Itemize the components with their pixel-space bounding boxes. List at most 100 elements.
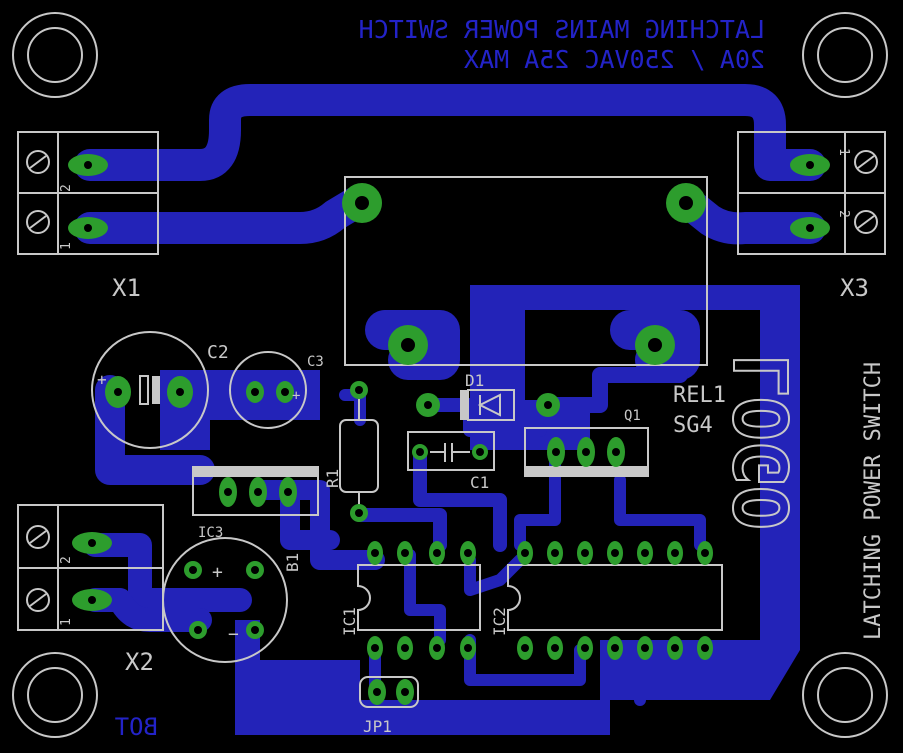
labels: X1 X3 X2 C2 C3 D1 C1 Q1 REL1 SG4 IC3 JP1… <box>59 148 886 736</box>
side-title: LATCHING POWER SWITCH <box>861 362 886 640</box>
pad-c2-2-drill <box>176 388 184 396</box>
label-ic3: IC3 <box>198 525 223 541</box>
logo-text: LOGO <box>720 352 806 530</box>
pad-b1-4-drill <box>251 626 259 634</box>
mounting-hole-top-right <box>802 12 888 98</box>
relay-rel1-outline <box>344 176 708 366</box>
pad-ic3-1-drill <box>224 488 232 496</box>
pad-d1-2-drill <box>544 401 552 409</box>
pad-ic2-bot-4-drill <box>611 644 619 652</box>
pad-ic2-top-1-drill <box>521 549 529 557</box>
ic-ic1-outline <box>357 564 481 631</box>
pad-jp1-2-drill <box>401 688 409 696</box>
label-c3: C3 <box>307 354 324 370</box>
pad-ic1-bot-1-drill <box>371 644 379 652</box>
pads-layer <box>68 154 830 705</box>
terminal-block-x3 <box>737 131 886 255</box>
label-c3-plus: + <box>292 388 300 404</box>
mounting-hole-top-left <box>12 12 98 98</box>
pad-b1-1-drill <box>189 566 197 574</box>
pad-c3-2-drill <box>281 388 289 396</box>
label-x3-pin2: 2 <box>836 210 851 218</box>
pad-b1-2-drill <box>251 566 259 574</box>
pad-x1-1-drill <box>84 224 92 232</box>
copper-layer <box>74 84 826 735</box>
label-q1: Q1 <box>624 408 641 424</box>
pad-ic2-bot-5-drill <box>641 644 649 652</box>
bottom-label: BOT <box>115 713 158 741</box>
transistor-q1 <box>524 427 649 477</box>
label-x1-pin2: 2 <box>59 184 74 192</box>
pad-ic2-bot-3-drill <box>581 644 589 652</box>
label-ic1: IC1 <box>340 607 359 636</box>
diode-d1 <box>460 389 515 421</box>
pad-ic1-top-3-drill <box>433 549 441 557</box>
label-d1: D1 <box>465 371 484 390</box>
label-c2: C2 <box>207 342 229 363</box>
label-c2-plus: + <box>97 370 107 389</box>
bottom-layer-text: LATCHING MAINS POWER SWITCH 20A / 250VAC… <box>115 15 807 741</box>
pad-ic1-bot-3-drill <box>433 644 441 652</box>
pad-c1-1-drill <box>416 448 424 456</box>
pad-rel1-2-drill <box>679 196 693 210</box>
label-rel1: REL1 <box>673 383 726 408</box>
pad-rel1-1-drill <box>355 196 369 210</box>
pad-ic2-bot-2-drill <box>551 644 559 652</box>
pad-ic2-top-2-drill <box>551 549 559 557</box>
terminal-block-x1 <box>17 131 159 255</box>
label-x1: X1 <box>112 274 141 302</box>
capacitor-c1 <box>407 431 495 471</box>
pad-ic1-bot-4-drill <box>464 644 472 652</box>
label-x3: X3 <box>840 274 869 302</box>
capacitor-c3 <box>229 351 307 429</box>
label-ic2: IC2 <box>490 607 509 636</box>
pad-ic1-bot-2-drill <box>401 644 409 652</box>
pad-ic2-bot-1-drill <box>521 644 529 652</box>
pad-rel1-3-drill <box>401 338 415 352</box>
pad-r1-1-drill <box>355 386 363 394</box>
pad-ic1-top-4-drill <box>464 549 472 557</box>
pad-ic3-3-drill <box>284 488 292 496</box>
label-x3-pin1: 1 <box>836 148 851 156</box>
pad-ic2-top-4-drill <box>611 549 619 557</box>
pad-q1-3-drill <box>612 448 620 456</box>
label-b1-plus: + <box>212 562 223 583</box>
pad-x1-2-drill <box>84 161 92 169</box>
pad-c1-2-drill <box>476 448 484 456</box>
ic-ic2-outline <box>507 564 723 631</box>
jumper-jp1-outline <box>359 676 419 708</box>
pad-jp1-1-drill <box>373 688 381 696</box>
label-jp1: JP1 <box>363 717 392 736</box>
pad-ic2-top-3-drill <box>581 549 589 557</box>
pad-ic2-bot-6-drill <box>671 644 679 652</box>
pad-x3-2-drill <box>806 224 814 232</box>
pad-ic2-top-5-drill <box>641 549 649 557</box>
pad-c2-1-drill <box>114 388 122 396</box>
label-b1-minus: − <box>228 624 239 645</box>
label-x1-pin1: 1 <box>59 242 74 250</box>
pad-d1-1-drill <box>424 401 432 409</box>
pad-x3-1-drill <box>806 161 814 169</box>
label-r1: R1 <box>323 469 342 488</box>
pad-ic2-top-6-drill <box>671 549 679 557</box>
bridge-rectifier-b1 <box>162 537 288 663</box>
pad-ic2-bot-7-drill <box>701 644 709 652</box>
pad-ic1-top-2-drill <box>401 549 409 557</box>
label-x2: X2 <box>125 648 154 676</box>
terminal-block-x2 <box>17 504 164 631</box>
pad-b1-3-drill <box>194 626 202 634</box>
capacitor-c2 <box>91 331 209 449</box>
pad-q1-1-drill <box>552 448 560 456</box>
pad-q1-2-drill <box>582 448 590 456</box>
mounting-holes <box>12 12 888 738</box>
pad-x2-1-drill <box>88 596 96 604</box>
pad-ic2-top-7-drill <box>701 549 709 557</box>
mounting-hole-bottom-left <box>12 652 98 738</box>
title-line-1: LATCHING MAINS POWER SWITCH <box>359 15 765 44</box>
pad-ic3-2-drill <box>254 488 262 496</box>
label-sg4: SG4 <box>673 413 713 438</box>
label-x2-pin1: 1 <box>59 618 74 626</box>
regulator-ic3 <box>192 466 319 516</box>
label-c1: C1 <box>470 473 489 492</box>
